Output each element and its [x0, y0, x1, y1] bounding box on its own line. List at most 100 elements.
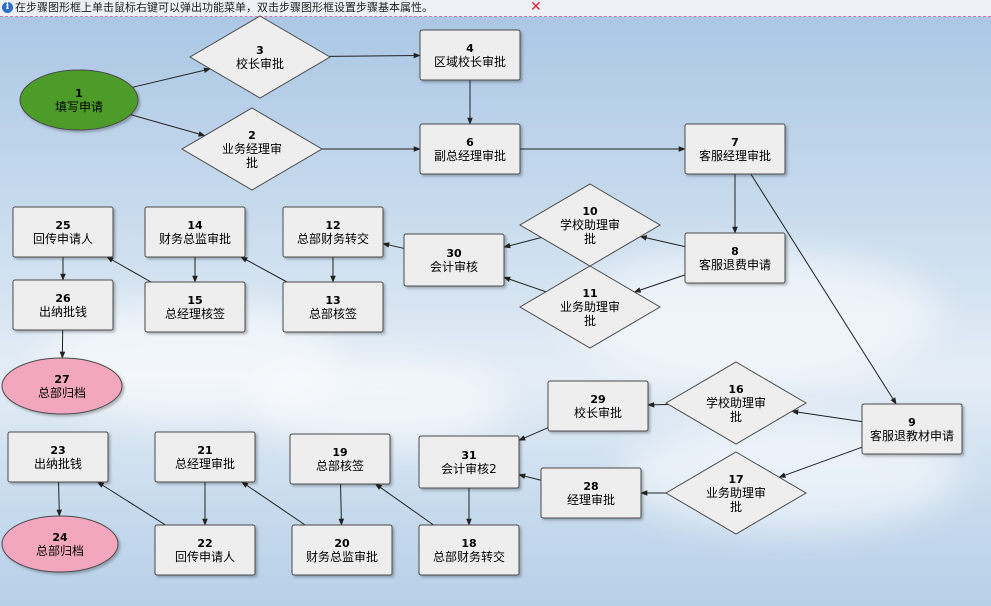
node-label: 会计审核2	[441, 461, 497, 476]
node-number: 2	[248, 129, 256, 142]
edge-8-to-11	[633, 274, 686, 293]
node-number: 25	[55, 219, 70, 232]
node-number: 1	[75, 87, 83, 100]
node-shape	[684, 232, 786, 284]
node-label: 学校助理审	[560, 217, 620, 232]
edge-11-to-30	[503, 276, 547, 293]
edge-1-to-3	[132, 67, 211, 88]
node-number: 24	[52, 531, 68, 544]
node-shape	[1, 515, 119, 573]
node-label: 出纳批钱	[39, 304, 87, 319]
node-number: 7	[731, 136, 739, 149]
edge-23-to-24	[56, 481, 63, 517]
node-shape	[419, 29, 521, 81]
node-number: 6	[466, 136, 474, 149]
node-shape	[547, 380, 649, 432]
node-label: 校长审批	[574, 405, 622, 420]
node-label: 副总经理审批	[434, 148, 506, 163]
node-label: 总部归档	[36, 543, 84, 558]
node-label: 批	[730, 409, 742, 424]
node-shape	[289, 433, 391, 485]
node-label: 会计审核	[430, 259, 478, 274]
edge-1-to-2	[130, 114, 206, 137]
close-icon[interactable]: ✕	[530, 0, 542, 15]
node-shape	[665, 361, 807, 445]
edge-9-to-17	[778, 446, 863, 478]
node-label: 出纳批钱	[34, 456, 82, 471]
node-shape	[144, 206, 246, 258]
node-number: 21	[197, 444, 212, 457]
node-shape	[419, 123, 521, 175]
node-shape	[189, 15, 331, 99]
node-number: 31	[461, 449, 476, 462]
node-shape	[403, 233, 505, 287]
node-shape	[418, 524, 520, 576]
node-label: 总部财务转交	[297, 231, 369, 246]
node-label: 财务总监审批	[306, 549, 378, 564]
node-number: 17	[728, 473, 743, 486]
node-number: 13	[325, 294, 340, 307]
node-shape	[282, 206, 384, 258]
node-shape	[861, 403, 963, 455]
node-shape	[12, 206, 114, 258]
node-shape	[282, 281, 384, 333]
node-label: 回传申请人	[175, 549, 235, 564]
node-number: 12	[325, 219, 340, 232]
info-message: 在步骤图形框上单击鼠标右键可以弹出功能菜单，双击步骤图形框设置步骤基本属性。	[15, 1, 433, 14]
node-label: 区域校长审批	[434, 54, 506, 69]
node-number: 4	[466, 42, 474, 55]
node-label: 财务总监审批	[159, 231, 231, 246]
node-number: 28	[583, 480, 598, 493]
node-shape	[291, 524, 393, 576]
node-shape	[1, 357, 123, 415]
node-shape	[519, 265, 661, 349]
node-shape	[181, 107, 323, 191]
edge-15-to-25	[106, 256, 152, 283]
node-label: 总部核签	[309, 306, 357, 321]
info-bar: i 在步骤图形框上单击鼠标右键可以弹出功能菜单，双击步骤图形框设置步骤基本属性。…	[0, 0, 991, 17]
node-number: 3	[256, 44, 264, 57]
edge-30-to-12	[382, 242, 405, 249]
info-icon: i	[2, 2, 13, 13]
node-shape	[418, 435, 520, 489]
node-number: 14	[187, 219, 203, 232]
node-shape	[7, 431, 109, 483]
node-number: 10	[582, 205, 598, 218]
node-shape	[540, 467, 642, 519]
edge-28-to-31	[518, 473, 542, 481]
edge-7-to-9	[750, 173, 897, 405]
node-number: 11	[582, 287, 597, 300]
edge-20-to-21	[241, 481, 306, 526]
